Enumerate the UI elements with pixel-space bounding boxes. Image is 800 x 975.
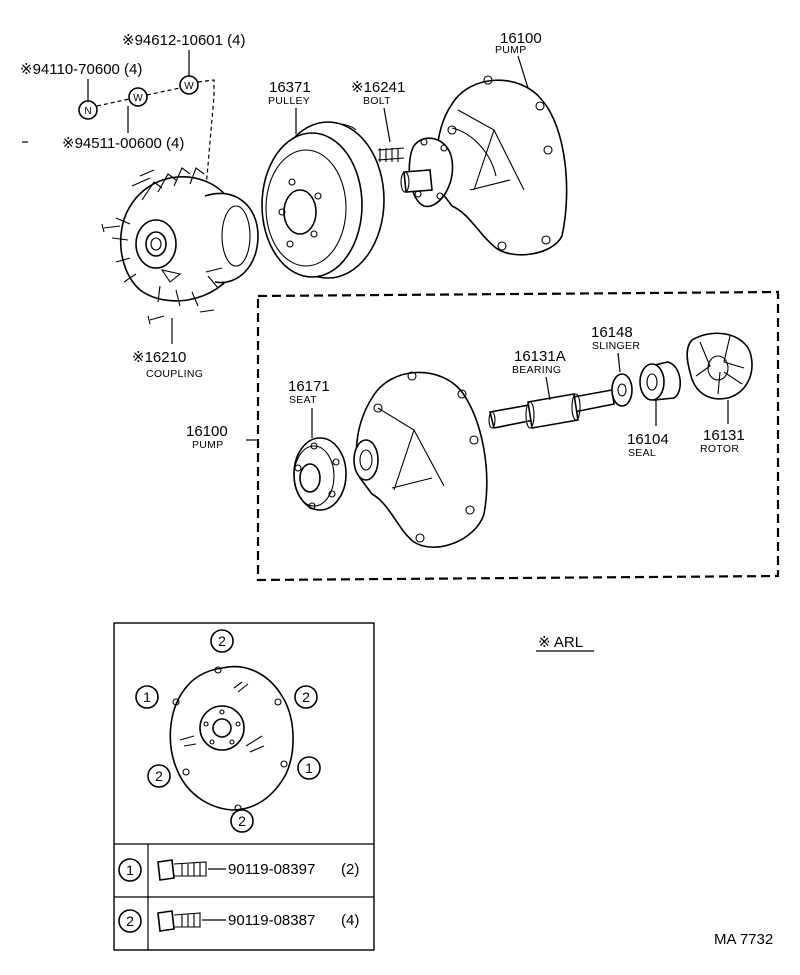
pump-body: [353, 371, 488, 548]
hole-marker-top: 2: [210, 629, 234, 653]
svg-text:2: 2: [218, 633, 226, 649]
bolt-table: 2 1 2 2 1 2 1: [113, 622, 375, 951]
svg-text:2: 2: [155, 768, 163, 784]
svg-text:1: 1: [305, 760, 313, 776]
seal: [639, 361, 681, 401]
pump-assembly-number: 16100: [186, 423, 228, 440]
bolt-name: BOLT: [363, 95, 391, 107]
figure-code: MA 7732: [714, 931, 773, 948]
rotor: [686, 332, 753, 400]
bolt-number: ※16241: [351, 79, 405, 96]
seal-name: SEAL: [628, 447, 656, 459]
seat-callout: 16171 SEAT: [288, 378, 330, 438]
arl-note-text: ※ ARL: [538, 634, 583, 651]
pump-top-name: PUMP: [495, 44, 527, 56]
bearing: [488, 389, 615, 429]
seat-number: 16171: [288, 378, 330, 395]
hole-marker-left-lower: 2: [147, 764, 171, 788]
pulley-callout: 16371 PULLEY: [268, 79, 311, 134]
rotor-callout: 16131 ROTOR: [700, 400, 745, 455]
slinger: [611, 373, 633, 407]
bolt-row-2-key: 2: [126, 913, 134, 929]
bolt-row-1: 1 90119-08397 (2): [118, 858, 359, 882]
arl-note: ※ ARL: [536, 634, 594, 652]
bolt-row-2: 2 90119-08387 (4): [118, 909, 359, 933]
bolt-row-1-key: 1: [126, 862, 134, 878]
pulley: [261, 121, 385, 279]
rotor-number: 16131: [703, 427, 745, 444]
pump-assembly-box: [256, 290, 780, 582]
seat: [293, 437, 347, 511]
washer-top-symbol: [179, 75, 199, 95]
bolt: [377, 147, 405, 162]
bearing-number: 16131A: [514, 348, 566, 365]
coupling-number: ※16210: [132, 349, 186, 366]
washer-bottom-callout: W ※94511-00600 (4): [62, 87, 184, 152]
washer-top-label: ※94612-10601 (4): [122, 32, 246, 49]
rotor-name: ROTOR: [700, 443, 739, 455]
nut-marker: N: [84, 106, 91, 117]
bolt-1-icon: [157, 859, 207, 881]
nut-symbol: [78, 100, 98, 120]
coupling-callout: ※16210 COUPLING: [132, 318, 203, 380]
washer-bottom-symbol: [128, 87, 148, 107]
pump-top-number: 16100: [500, 30, 542, 47]
hole-marker-bottom: 2: [230, 809, 254, 833]
pump-assembly-callout: 16100 PUMP: [186, 423, 258, 451]
bolt-callout: ※16241 BOLT: [351, 79, 405, 143]
pump-top: [400, 75, 568, 256]
seal-callout: 16104 SEAL: [627, 400, 669, 459]
pulley-number: 16371: [269, 79, 311, 96]
seat-name: SEAT: [289, 394, 317, 406]
pump-back-view: [169, 665, 294, 812]
washer-bottom-label: ※94511-00600 (4): [62, 135, 184, 152]
nut-callout: ※94110-70600 (4) N: [20, 61, 142, 120]
coupling-name: COUPLING: [146, 368, 203, 380]
slinger-name: SLINGER: [592, 340, 640, 352]
hardware-leader-line: [96, 79, 215, 189]
hole-marker-right-lower: 1: [297, 756, 321, 780]
bolt-row-2-part: 90119-08387: [228, 912, 315, 929]
washer-top-callout: ※94612-10601 (4) W: [122, 32, 246, 95]
washer-top-marker: W: [184, 81, 194, 92]
bolt-row-1-qty: (2): [341, 861, 359, 878]
pulley-name: PULLEY: [268, 95, 310, 107]
slinger-number: 16148: [591, 324, 633, 341]
bolt-row-1-part: 90119-08397: [228, 861, 315, 878]
slinger-callout: 16148 SLINGER: [591, 324, 640, 373]
svg-text:1: 1: [143, 689, 151, 705]
washer-bottom-marker: W: [133, 93, 143, 104]
bolt-2-icon: [157, 910, 201, 932]
svg-text:2: 2: [238, 813, 246, 829]
nut-label: ※94110-70600 (4): [20, 61, 142, 78]
bearing-callout: 16131A BEARING: [512, 348, 566, 401]
seal-number: 16104: [627, 431, 669, 448]
bearing-name: BEARING: [512, 364, 561, 376]
pump-top-callout: 16100 PUMP: [495, 30, 542, 89]
hole-marker-right-upper: 2: [294, 685, 318, 709]
hole-marker-left-upper: 1: [135, 685, 159, 709]
bolt-row-2-qty: (4): [341, 912, 359, 929]
fan-coupling: [101, 167, 259, 325]
pump-assembly-name: PUMP: [192, 439, 224, 451]
svg-text:2: 2: [302, 689, 310, 705]
